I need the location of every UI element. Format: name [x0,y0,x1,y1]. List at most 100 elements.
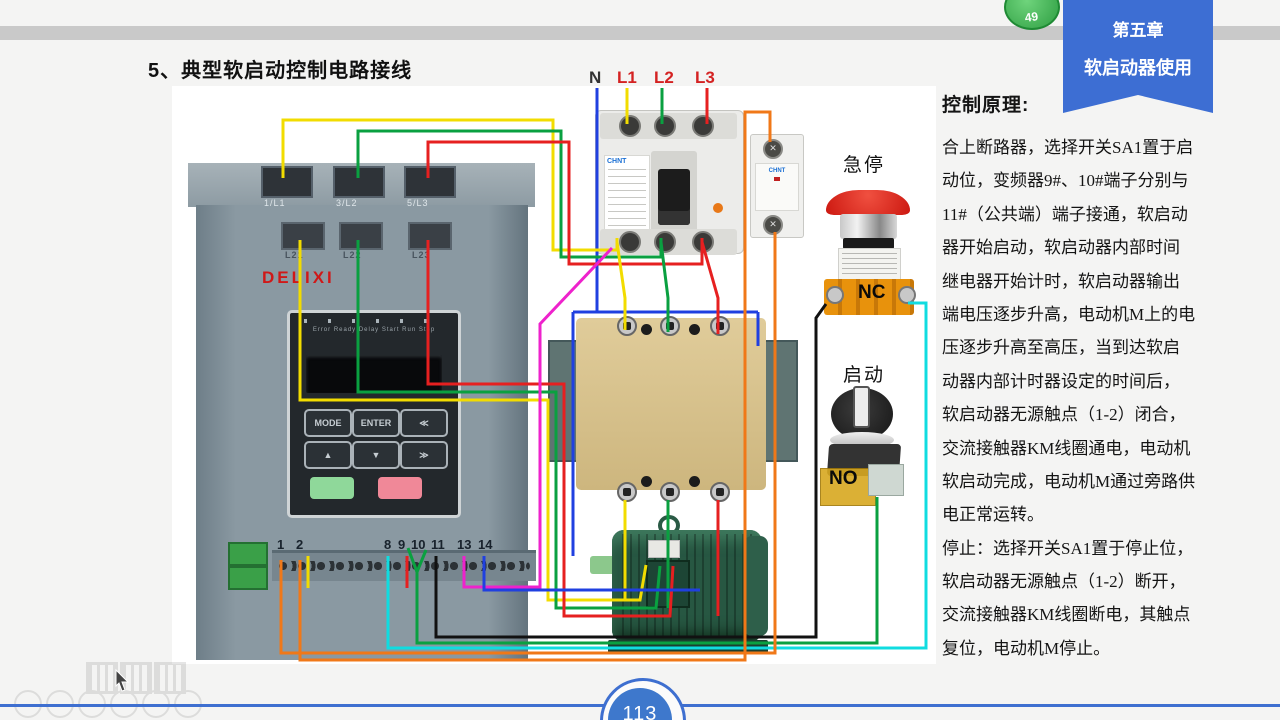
principle-line: 器开始启动，软启动器内部时间 [942,238,1180,258]
contactor-terminal [660,316,680,336]
contactor [576,318,766,490]
principle-line: 端电压逐步升高，电动机M上的电 [942,304,1196,324]
page-title: 5、典型软启动控制电路接线 [148,60,413,82]
brand-logo: DELIXI [262,268,335,287]
contactor-terminal [710,316,730,336]
chapter-number: 第五章 [1112,21,1164,40]
breaker-terminal [619,115,641,137]
enter-button: ENTER [352,409,400,437]
breaker-terminal [654,115,676,137]
green-connector [228,566,268,590]
principle-panel: 控制原理: 合上断路器，选择开关SA1置于启 动位，变频器9#、10#端子分别与… [942,90,1234,665]
principle-line: 停止：选择开关SA1置于停止位， [942,538,1194,558]
principle-line: 压逐步升高至高压，当到达软启 [942,338,1180,358]
terminal-label: L23 [412,250,431,260]
chapter-ribbon: 第五章 软启动器使用 [1063,0,1213,114]
stop-key [378,477,422,499]
din-brand: CHNT [768,168,786,174]
contactor-screw [689,476,700,487]
start-switch-label: 启动 [843,365,886,386]
contactor-terminal [710,482,730,502]
principle-line: 软启动器无源触点（1-2）闭合， [942,405,1186,425]
top-divider-bar [0,26,1280,40]
terminal-number: 13 [457,537,472,552]
principle-line: 软启动完成，电动机M通过旁路供 [942,471,1196,491]
terminal-number: 10 [411,537,426,552]
breaker-terminal [619,231,641,253]
breaker-terminal [692,115,714,137]
estop-contact-label: NC [858,282,886,303]
phase-label-l2: L2 [654,68,674,87]
principle-line: 交流接触器KM线圈断电，其触点 [942,605,1191,625]
estop-body [838,248,901,283]
starter-output-terminal [339,222,383,250]
estop-ring [843,238,894,249]
breaker-label-lines [608,169,646,233]
breaker-terminal [692,231,714,253]
terminal-label: 3/L2 [336,198,358,208]
terminal-number: 11 [431,537,445,552]
principle-text: 合上断路器，选择开关SA1置于启 动位，变频器9#、10#端子分别与 11#（公… [942,131,1234,665]
contactor-aux-block [764,340,798,462]
principle-line: 继电器开始计时，软启动器输出 [942,271,1180,291]
led-indicators [304,319,444,323]
led-labels: Error Ready Delay Start Run Stop [312,327,436,333]
contactor-screw [641,324,652,335]
chapter-title: 软启动器使用 [1084,58,1192,78]
principle-line: 动位，变频器9#、10#端子分别与 [942,171,1189,191]
estop-label: 急停 [843,155,886,176]
starter-display [306,355,442,393]
green-connector [228,542,268,566]
terminal-number: 2 [296,537,304,552]
contactor-screw [689,324,700,335]
watermark-glyph [120,662,152,694]
up-button: ▲ [304,441,352,469]
principle-line: 复位，电动机M停止。 [942,638,1111,658]
counter-badge-value: 49 [1024,9,1040,25]
estop-label-lines [842,253,897,275]
phase-label-n: N [589,68,602,87]
din-face: CHNT [755,163,799,211]
terminal-number: 14 [478,537,493,552]
motor-nameplate [648,540,680,558]
contactor-screw [641,476,652,487]
start-contact-label: NO [829,468,858,489]
terminal-label: L22 [343,250,362,260]
estop-mushroom-cap [826,190,910,215]
phase-label-l1: L1 [617,68,637,87]
phase-label-l3: L3 [695,68,715,87]
principle-line: 电正常运转。 [942,505,1044,525]
din-screw-terminal: ✕ [763,215,783,235]
down-button: ▼ [352,441,400,469]
principle-line: 11#（公共端）端子接通，软启动 [942,204,1188,224]
starter-keypad-panel: Error Ready Delay Start Run Stop MODE EN… [287,310,461,518]
circuit-breaker: CHNT [595,110,744,255]
din-rail-device: ✕ CHNT ✕ [750,134,804,238]
breaker-test-button [713,203,723,213]
starter-control-terminal-strip [272,550,536,581]
mode-button: MODE [304,409,352,437]
breaker-brand: CHNT [607,158,627,165]
selector-contact-block [868,464,904,496]
estop-collar [840,214,897,239]
watermark-glyph [154,662,186,694]
breaker-terminal [654,231,676,253]
din-screw-terminal: ✕ [763,139,783,159]
contactor-terminal [660,482,680,502]
starter-output-terminal [408,222,452,250]
breaker-toggle [658,169,690,225]
principle-line: 动器内部计时器设定的时间后， [942,371,1180,391]
contactor-terminal [617,482,637,502]
mouse-cursor [115,668,130,692]
motor-end-cap [744,536,768,636]
terminal-label: L21 [285,250,304,260]
starter-input-terminal [333,166,385,198]
back-button: ≪ [400,409,448,437]
motor-feet [608,640,768,653]
starter-input-terminal [261,166,313,198]
principle-heading: 控制原理: [942,95,1030,116]
terminal-number: 8 [384,537,392,552]
start-key [310,477,354,499]
starter-input-terminal [404,166,456,198]
